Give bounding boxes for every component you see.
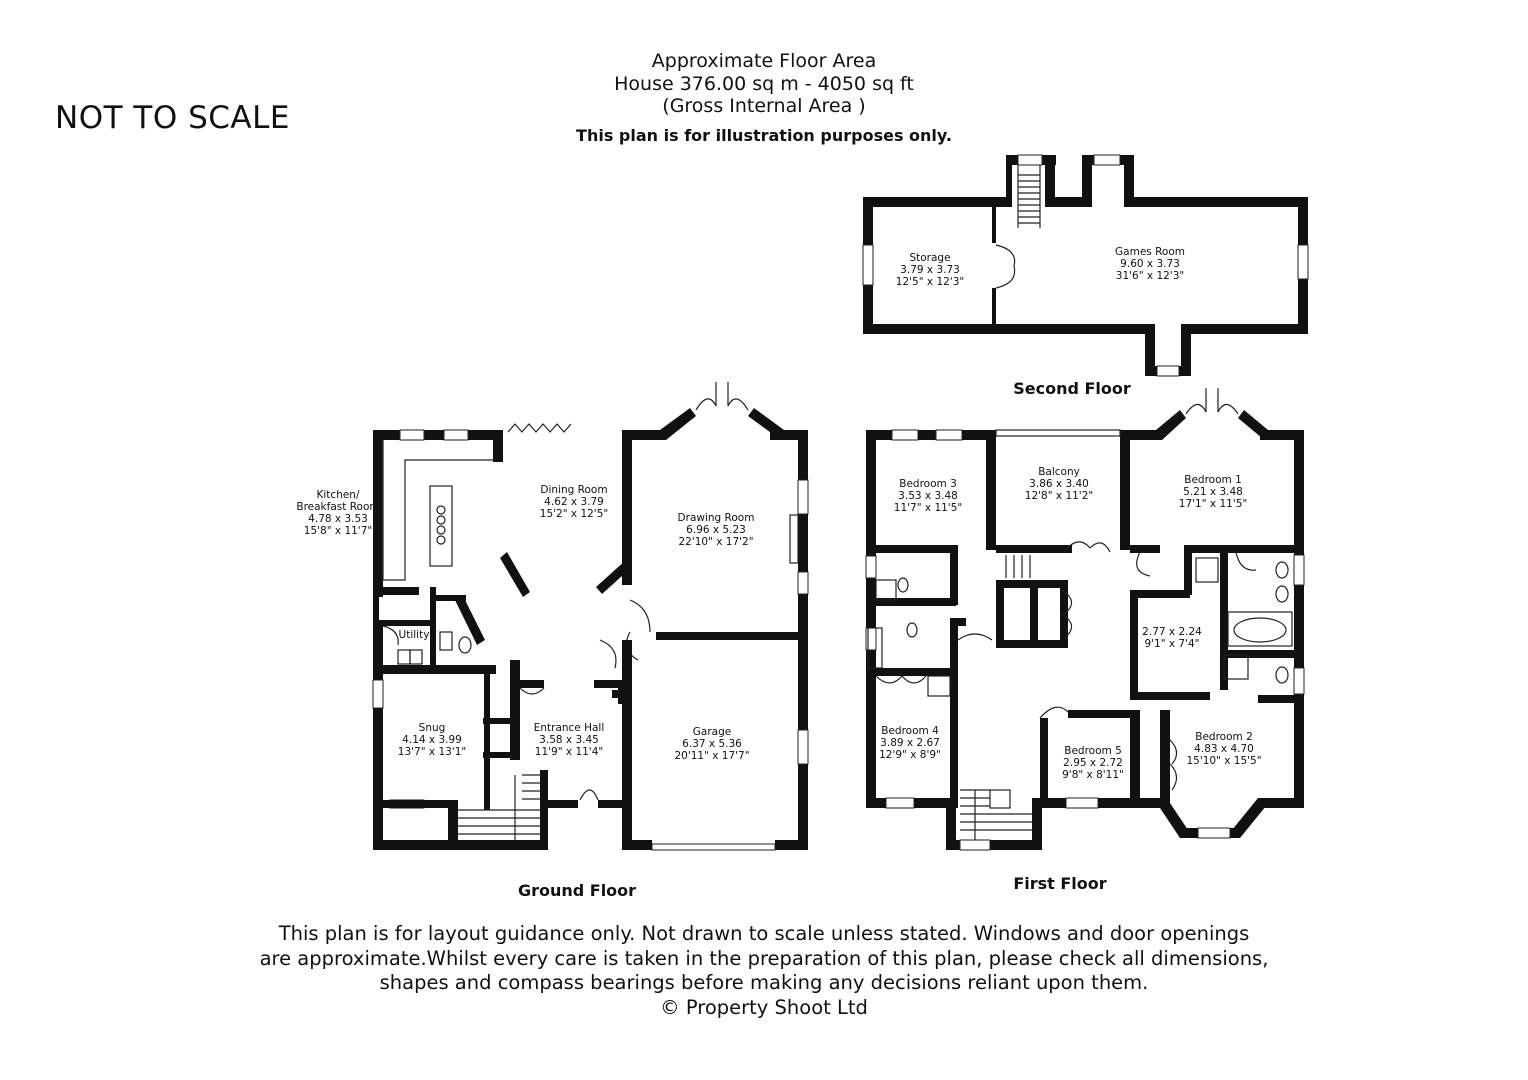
dining-name: Dining Room [540,484,607,496]
dressing-imperial: 9'1" x 7'4" [1144,638,1199,650]
ground-floor-plan: Kitchen/ Breakfast Room 4.78 x 3.53 15'8… [296,382,809,900]
bedroom4-name: Bedroom 4 [881,725,939,737]
bedroom3-metric: 3.53 x 3.48 [898,490,958,502]
bedroom5-imperial: 9'8" x 8'11" [1062,769,1124,781]
kitchen-name-2: Breakfast Room [296,501,379,513]
garage-imperial: 20'11" x 17'7" [674,750,749,762]
drawing-name: Drawing Room [678,512,755,524]
drawing-imperial: 22'10" x 17'2" [678,536,753,548]
second-floor-plan: Storage 3.79 x 3.73 12'5" x 12'3" Games … [862,154,1309,398]
utility-name: Utility [399,629,430,641]
floor-area-basis: (Gross Internal Area ) [662,95,866,117]
bedroom1-name: Bedroom 1 [1184,474,1242,486]
bedroom4-imperial: 12'9" x 8'9" [879,749,941,761]
first-floor-plan: Bedroom 3 3.53 x 3.48 11'7" x 11'5" Balc… [865,388,1305,893]
bedroom1-metric: 5.21 x 3.48 [1183,486,1243,498]
disclaimer-line-2: are approximate.Whilst every care is tak… [259,946,1269,970]
hall-metric: 3.58 x 3.45 [539,734,599,746]
balcony-name: Balcony [1038,466,1080,478]
balcony-metric: 3.86 x 3.40 [1029,478,1089,490]
bedroom2-name: Bedroom 2 [1195,731,1253,743]
snug-metric: 4.14 x 3.99 [402,734,462,746]
not-to-scale-label: NOT TO SCALE [55,100,290,136]
games-room-imperial: 31'6" x 12'3" [1116,270,1184,282]
kitchen-name-1: Kitchen/ [317,489,360,501]
storage-name: Storage [909,252,950,264]
snug-imperial: 13'7" x 13'1" [398,746,466,758]
drawing-metric: 6.96 x 5.23 [686,524,746,536]
floor-area-title: Approximate Floor Area [651,50,877,72]
balcony-imperial: 12'8" x 11'2" [1025,490,1093,502]
kitchen-imperial: 15'8" x 11'7" [304,525,372,537]
second-floor-label: Second Floor [1013,379,1131,398]
dressing-metric: 2.77 x 2.24 [1142,626,1202,638]
copyright-notice: © Property Shoot Ltd [660,995,868,1019]
bedroom3-name: Bedroom 3 [899,478,957,490]
bedroom5-name: Bedroom 5 [1064,745,1122,757]
bedroom4-metric: 3.89 x 2.67 [880,737,940,749]
storage-metric: 3.79 x 3.73 [900,264,960,276]
dining-metric: 4.62 x 3.79 [544,496,604,508]
floor-area-total: House 376.00 sq m - 4050 sq ft [614,73,914,95]
hall-imperial: 11'9" x 11'4" [535,746,603,758]
disclaimer-footer: This plan is for layout guidance only. N… [0,922,1528,1020]
garage-name: Garage [693,726,731,738]
ground-floor-label: Ground Floor [518,881,636,900]
bedroom5-metric: 2.95 x 2.72 [1063,757,1123,769]
storage-imperial: 12'5" x 12'3" [896,276,964,288]
garage-metric: 6.37 x 5.36 [682,738,742,750]
games-room-metric: 9.60 x 3.73 [1120,258,1180,270]
first-floor-label: First Floor [1013,874,1106,893]
illustration-note: This plan is for illustration purposes o… [576,126,952,145]
hall-name: Entrance Hall [534,722,605,734]
bedroom2-imperial: 15'10" x 15'5" [1186,755,1261,767]
dining-imperial: 15'2" x 12'5" [540,508,608,520]
disclaimer-line-3: shapes and compass bearings before makin… [379,971,1149,994]
bedroom2-metric: 4.83 x 4.70 [1194,743,1254,755]
bedroom3-imperial: 11'7" x 11'5" [894,502,962,514]
snug-name: Snug [419,722,446,734]
bedroom1-imperial: 17'1" x 11'5" [1179,498,1247,510]
kitchen-metric: 4.78 x 3.53 [308,513,368,525]
games-room-name: Games Room [1115,246,1185,258]
disclaimer-line-1: This plan is for layout guidance only. N… [278,922,1250,945]
